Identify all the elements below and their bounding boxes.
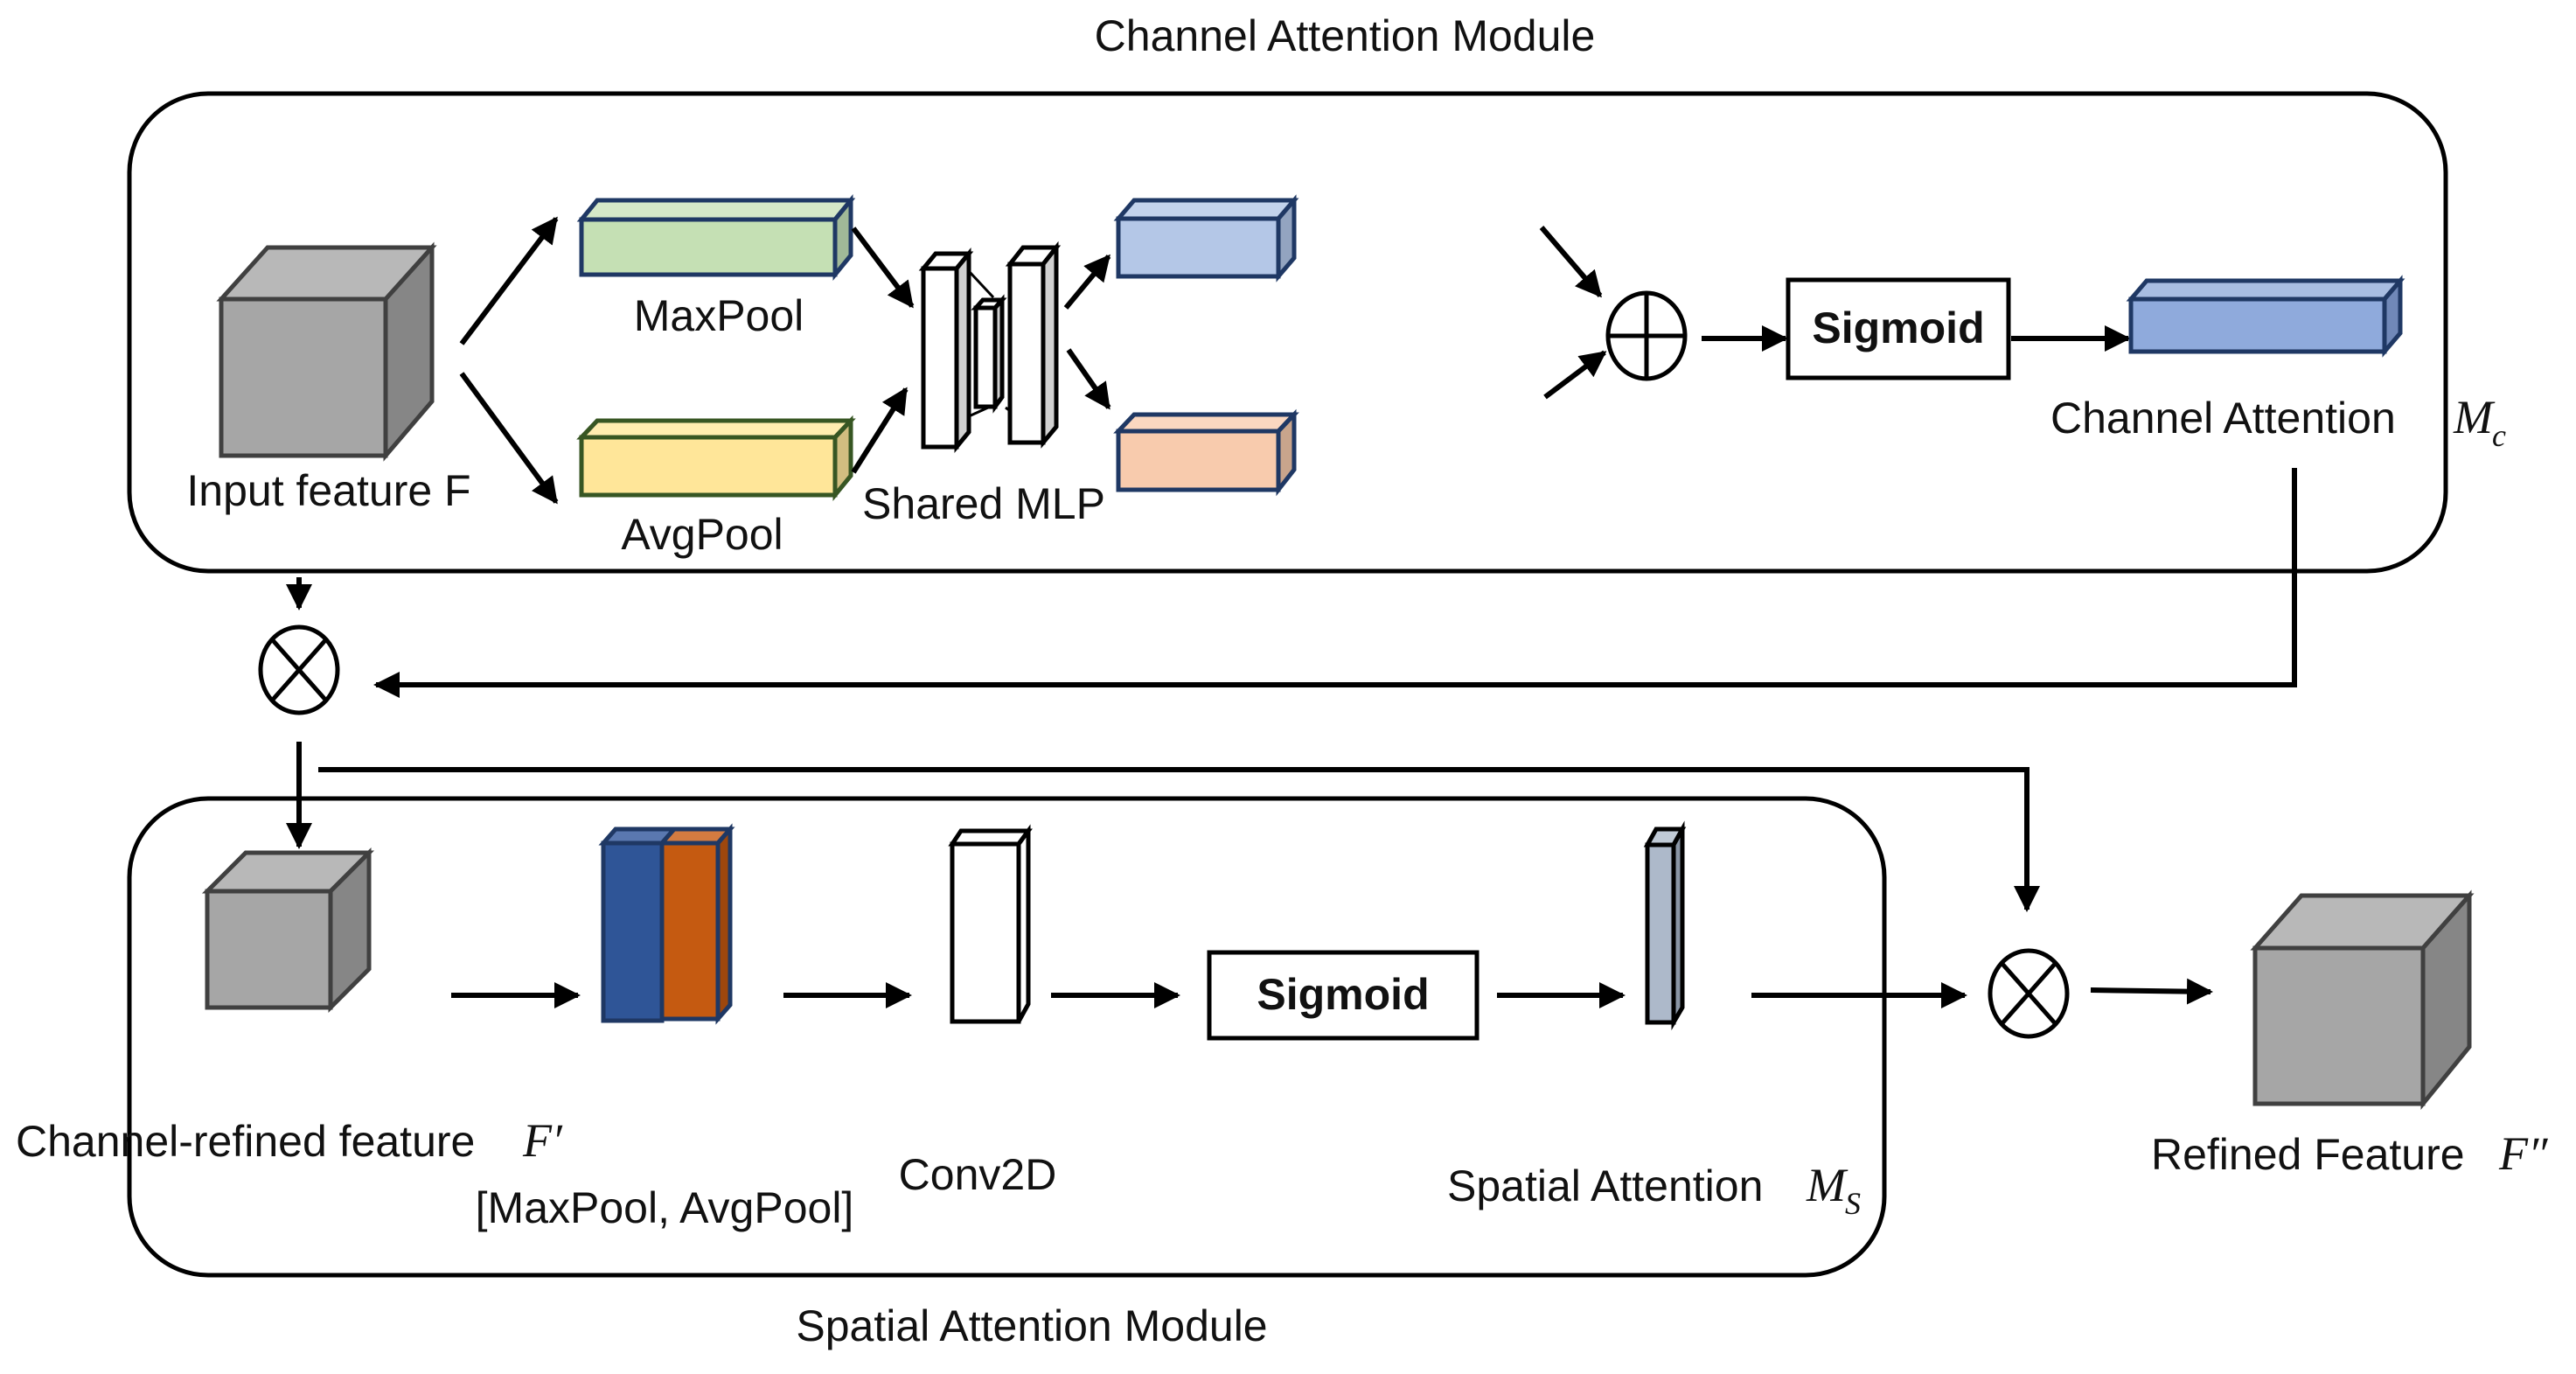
channel-sigmoid-label: Sigmoid: [1812, 303, 1984, 352]
channel-refined-feature-cube: [201, 847, 375, 1014]
spatial-multiply-icon: [1988, 948, 2070, 1039]
arrow-orange-to-sum: [1543, 350, 1607, 400]
arrow-channel-attention-to-multiply: [373, 468, 2297, 698]
channel-refined-label: Channel-refined feature: [16, 1117, 475, 1166]
arrow-mlp-to-orange-output: [1066, 348, 1111, 410]
maxpool-label: MaxPool: [634, 291, 804, 340]
channel-attention-bar: [2126, 275, 2405, 358]
channel-attention-label: Channel Attention: [2050, 394, 2396, 443]
channel-multiply-icon: [258, 624, 340, 715]
spatial-attention-symbol: M S: [1806, 1159, 1861, 1221]
input-feature-cube: [216, 241, 437, 462]
arrow-multiply-to-refined-feature: [2090, 978, 2213, 1005]
pool-concat-label: [MaxPool, AvgPool]: [476, 1183, 854, 1232]
spatial-sigmoid-box: [1207, 950, 1479, 1041]
input-feature-label: Input feature F: [186, 466, 470, 515]
arrow-input-to-maxpool: [459, 216, 559, 345]
refined-feature-label: Refined Feature: [2151, 1130, 2465, 1179]
arrow-mlp-to-blue-output: [1063, 254, 1111, 310]
refined-feature-symbol: F″: [2498, 1127, 2548, 1180]
arrow-maxpool-to-mlp: [851, 227, 915, 309]
arrow-blue-to-sum: [1539, 226, 1603, 298]
refined-feature-cube: [2250, 889, 2475, 1111]
avgpool-label: AvgPool: [621, 510, 783, 559]
spatial-attention-bar: [1643, 820, 1687, 1031]
arrow-input-to-avgpool: [459, 372, 559, 505]
shared-mlp-label: Shared MLP: [862, 479, 1105, 528]
maxpool-bar: [576, 193, 856, 282]
spatial-sigmoid-label: Sigmoid: [1257, 970, 1429, 1019]
spatial-attention-module-box: [127, 796, 1887, 1278]
channel-sigmoid-box: [1786, 277, 2011, 380]
conv2d-label: Conv2D: [899, 1150, 1057, 1199]
mlp-output-avgpool-bar: [1113, 408, 1299, 497]
arrow-skip-to-final-multiply: [318, 767, 2040, 912]
avgpool-bar: [576, 415, 856, 502]
pool-concat-bars: [598, 823, 735, 1025]
channel-module-title: Channel Attention Module: [1095, 11, 1596, 60]
mlp-output-maxpool-bar: [1113, 194, 1299, 282]
element-wise-sum-icon: [1605, 290, 1688, 381]
spatial-module-title: Spatial Attention Module: [796, 1301, 1267, 1350]
shared-mlp-icon: [918, 241, 1062, 453]
channel-attention-module-box: [127, 91, 2448, 574]
conv2d-bar: [948, 824, 1033, 1024]
arrow-avgpool-to-mlp: [851, 387, 909, 474]
spatial-attention-label: Spatial Attention: [1447, 1161, 1763, 1210]
channel-attention-symbol: M c: [2453, 391, 2506, 453]
channel-refined-symbol: F′: [522, 1114, 563, 1167]
